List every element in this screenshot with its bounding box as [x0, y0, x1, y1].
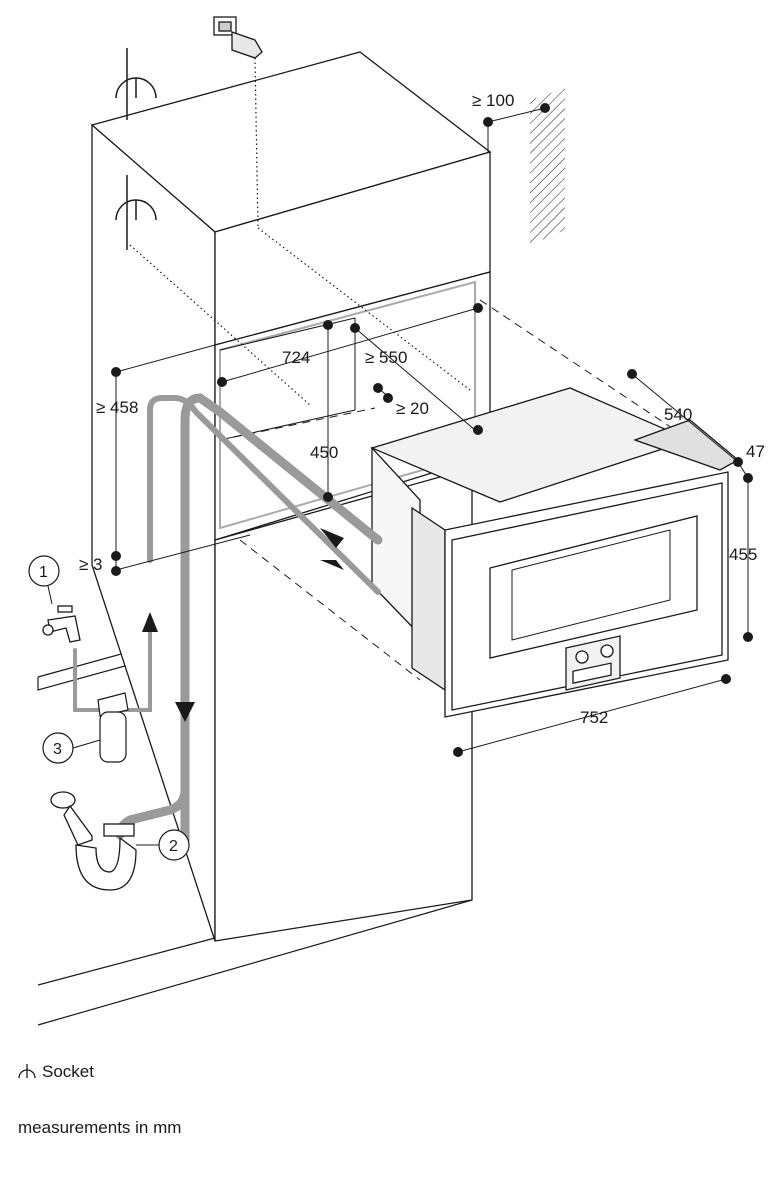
dim-label-100: ≥ 100 — [472, 91, 514, 110]
dimension-lines — [115, 107, 749, 753]
dim-label-550: ≥ 550 — [365, 348, 407, 367]
dim-label-455: 455 — [729, 545, 757, 564]
wall-hatching — [530, 88, 565, 245]
dim-label-20: ≥ 20 — [396, 399, 429, 418]
socket-icon — [115, 48, 157, 250]
callout-2: 2 — [136, 829, 190, 861]
tall-cabinet — [90, 51, 492, 942]
units-note: measurements in mm — [18, 1118, 182, 1137]
drain-trap-icon — [50, 791, 137, 891]
dim-label-540: 540 — [664, 405, 692, 424]
legend-socket: Socket — [18, 1062, 94, 1082]
dim-label-458: ≥ 458 — [96, 398, 138, 417]
svg-text:3: 3 — [53, 741, 62, 758]
dim-label-724: 724 — [282, 348, 310, 367]
dim-label-47: 47 — [746, 442, 765, 461]
plug-icon — [213, 16, 263, 59]
dimension-dots — [111, 103, 753, 757]
oven-appliance — [370, 387, 740, 718]
dim-label-752: 752 — [580, 708, 608, 727]
callout-3: 3 — [42, 732, 101, 764]
dim-label-450: 450 — [310, 443, 338, 462]
flow-arrows — [142, 528, 344, 722]
dim-label-3: ≥ 3 — [79, 555, 103, 574]
svg-text:2: 2 — [169, 838, 178, 855]
svg-text:1: 1 — [39, 564, 48, 581]
socket-icon — [18, 1063, 36, 1079]
water-filter-icon — [97, 692, 129, 763]
tap-icon — [42, 605, 81, 643]
niche-dashed-outline — [219, 299, 691, 681]
legend-socket-label: Socket — [42, 1062, 94, 1081]
callout-1: 1 — [28, 555, 60, 605]
cable-lines — [129, 57, 471, 406]
